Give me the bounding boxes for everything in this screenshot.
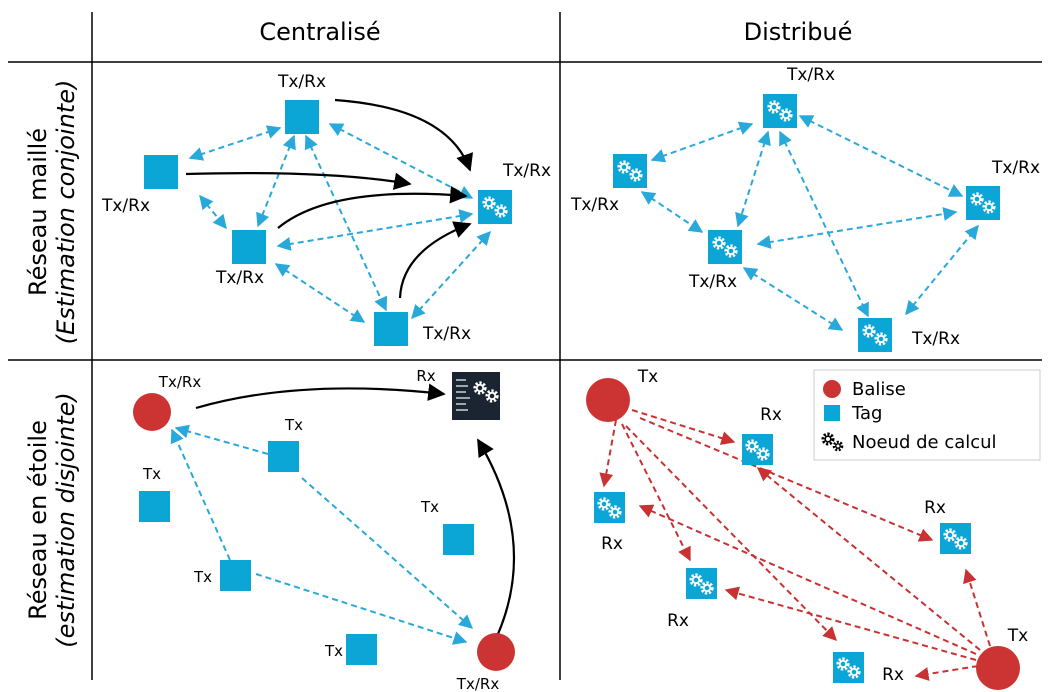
mesh-distributed-links [640,115,979,331]
star-centralized-nodes [133,372,515,671]
node-label: Rx [924,498,946,518]
gear-icon [821,432,844,452]
row-star-title: Réseau en étoile [24,420,52,620]
node-label: Tx/Rx [688,272,737,292]
star-distributed-nodes [586,378,1020,690]
legend-tag-marker [824,405,840,421]
node-label: Tx/Rx [911,329,960,349]
compute-tag-node [613,154,647,188]
node-label: Tx/Rx [570,195,619,215]
star-centralized-data-flow [195,383,516,635]
mesh-centralized-nodes [144,100,512,346]
legend-tag-label: Tag [851,403,882,424]
tag-node [232,230,266,264]
tag-node [285,100,319,134]
tag-node [443,524,474,555]
star-centralized-links [170,424,474,645]
compute-tag-node [708,230,742,264]
node-label: Tx [637,367,658,387]
mesh-distributed-nodes [613,94,1000,352]
tag-node [139,491,170,522]
row-mesh-subtitle: (Estimation conjointe) [52,80,80,345]
legend-beacon-label: Balise [852,379,906,400]
tag-node [220,560,251,591]
mesh-centralized-links [188,123,491,323]
beacon-node [586,378,630,422]
compute-tag-node [594,492,625,523]
beacon-node [976,646,1020,690]
tag-node [268,441,299,472]
row-label-mesh: Réseau maillé (Estimation conjointe) [24,80,80,345]
tag-node [144,155,178,189]
node-label: Rx [601,534,623,554]
header-centralized: Centralisé [259,18,380,46]
node-label: Tx/Rx [215,268,264,288]
legend-beacon-marker [823,380,841,398]
legend: Balise Tag Noeud de calcul [813,369,1041,461]
compute-tag-node [940,523,971,554]
compute-tag-node [686,568,717,599]
star-centralized-labels: Tx/Rx Rx Tx Tx Tx Tx Tx Tx/Rx [142,367,499,692]
table-grid [8,12,1042,680]
compute-tag-node [763,94,797,128]
node-label: Tx [193,568,212,586]
compute-tag-node [858,318,892,352]
mesh-distributed-labels: Tx/Rx Tx/Rx Tx/Rx Tx/Rx Tx/Rx [570,65,1040,349]
mesh-centralized-data-flow [185,98,473,299]
node-label: Tx/Rx [502,161,551,181]
mesh-centralized-labels: Tx/Rx Tx/Rx Tx/Rx Tx/Rx Tx/Rx [101,72,551,344]
node-label: Tx/Rx [991,158,1040,178]
node-label: Tx [1007,626,1028,646]
beacon-node [133,393,171,431]
row-mesh-title: Réseau maillé [24,128,52,296]
compute-tag-node [478,190,512,224]
node-label: Tx/Rx [101,196,150,216]
compute-tag-node [742,434,773,465]
row-label-star: Réseau en étoile (estimation disjointe) [24,392,80,648]
header-distributed: Distribué [744,18,853,46]
node-label: Rx [882,665,904,685]
compute-server-icon [452,372,500,420]
row-star-subtitle: (estimation disjointe) [52,392,80,648]
compute-tag-node [833,652,864,683]
node-label: Tx/Rx [158,373,202,391]
node-label: Tx/Rx [456,675,500,692]
node-label: Tx/Rx [422,324,471,344]
beacon-node [477,633,515,671]
node-label: Tx [324,642,343,660]
node-label: Tx/Rx [786,65,835,85]
node-label: Tx/Rx [277,72,326,92]
tag-node [374,312,408,346]
tag-node [346,634,377,665]
node-label: Tx [284,416,303,434]
node-label: Rx [416,367,435,385]
legend-compute-label: Noeud de calcul [852,432,997,453]
node-label: Tx [142,465,161,483]
compute-tag-node [966,186,1000,220]
star-distributed-labels: Tx Rx Rx Rx Rx Rx Tx [601,367,1028,685]
node-label: Rx [760,405,782,425]
node-label: Tx [420,498,439,516]
node-label: Rx [667,611,689,631]
star-distributed-links [599,409,991,681]
